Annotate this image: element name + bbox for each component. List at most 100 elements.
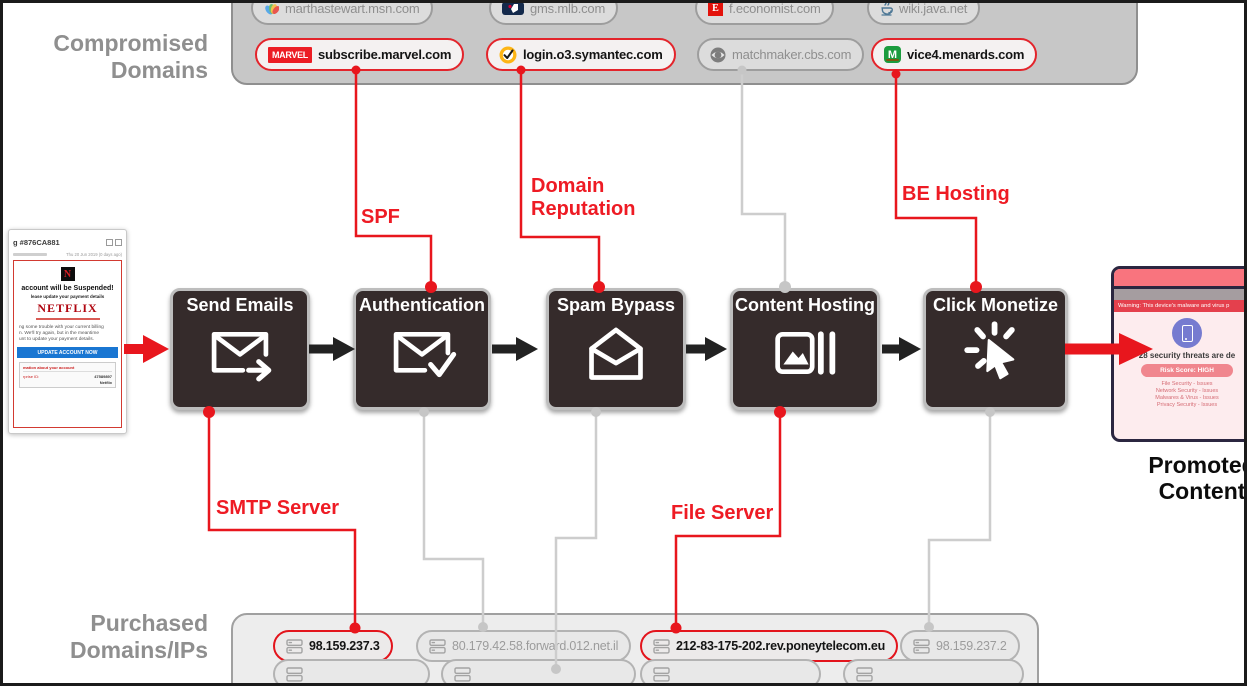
promo-divider [1114, 286, 1244, 289]
promo-header-bar [1114, 269, 1244, 286]
authentication-icon [393, 331, 457, 378]
pipeline-box-spam-bypass: Spam Bypass [546, 288, 686, 410]
email-body: N account will be Suspended! lease updat… [13, 260, 122, 428]
purchased-domains-label: Purchased Domains/IPs [69, 610, 208, 663]
ip-chip-cutoff [441, 659, 636, 683]
security-issue: Privacy Security - Issues [1156, 402, 1218, 408]
pipeline-box-title: Authentication [359, 295, 485, 315]
connector-click-monetize-to-ip4 [927, 412, 992, 627]
java-icon [880, 3, 893, 16]
ip-chip-3: 212-83-175-202.rev.poneytelecom.eu [640, 630, 899, 662]
security-issue: File Security - Issues [1161, 381, 1213, 387]
annotation-smtp-server: SMTP Server [216, 497, 340, 519]
email-fine-print [35, 318, 100, 320]
phishing-email-screenshot: g #876CA881 Thu 20 Jun 2019 (0 days ago)… [8, 229, 127, 434]
server-icon [856, 666, 873, 682]
risk-score-badge: Risk Score: HIGH [1141, 364, 1233, 377]
email-subject: g #876CA881 [13, 237, 60, 247]
popout-icon [115, 239, 122, 246]
grey-connector-dots [419, 65, 995, 674]
domain-chip-label: wiki.java.net [899, 0, 968, 16]
click-monetize-icon [963, 321, 1015, 380]
email-subheading: lease update your payment details [30, 294, 105, 299]
compromised-domains-label: Compromised Domains [53, 30, 208, 83]
domain-chip-symantec: login.o3.symantec.com [486, 38, 676, 71]
feather-icon [264, 3, 279, 16]
pipeline-box-title: Spam Bypass [556, 295, 676, 315]
annotation-spf: SPF [361, 206, 400, 228]
ip-chip-1: 98.159.237.3 [273, 630, 393, 662]
domain-chip-label: marthastewart.msn.com [285, 0, 420, 16]
security-issues-list: File Security - Issues Network Security … [1114, 381, 1244, 409]
ip-chip-2: 80.179.42.58.forward.012.net.il [416, 630, 632, 662]
pipeline-box-authentication: Authentication [353, 288, 491, 410]
domain-chip-economist: E f.economist.com [695, 0, 834, 25]
annotation-file-server: File Server [671, 502, 774, 524]
server-icon [286, 638, 303, 654]
server-icon [913, 638, 930, 654]
phone-icon [1172, 318, 1202, 348]
ip-chip-4: 98.159.237.2 [900, 630, 1020, 662]
printer-icon [106, 239, 113, 246]
ip-chip-label: 80.179.42.58.forward.012.net.il [452, 639, 619, 653]
ip-chip-label: 98.159.237.3 [309, 639, 380, 653]
ip-chip-label: 212-83-175-202.rev.poneytelecom.eu [676, 639, 886, 653]
connector-send-emails-to-ip1 [207, 412, 357, 628]
email-body-line: n. We'll try again, but in the meantime [19, 331, 100, 336]
grey-connectors [422, 70, 992, 669]
connector-cbs-to-content-hosting [740, 70, 787, 286]
pipeline-box-click-monetize: Click Monetize [923, 288, 1068, 410]
pipeline-box-title: Send Emails [186, 295, 294, 315]
account-info-heading: mation about your account [23, 365, 112, 372]
ip-chip-cutoff [640, 659, 821, 683]
domain-chip-label: subscribe.marvel.com [318, 47, 452, 62]
server-icon [286, 666, 303, 682]
threats-text: 28 security threats are de [1138, 351, 1236, 360]
email-date: Thu 20 Jun 2019 (0 days ago) [66, 252, 122, 257]
domain-chip-label: f.economist.com [729, 0, 821, 16]
email-body-line: unt to update your payment details. [19, 337, 94, 342]
promoted-content-label: Promoted Content [1148, 452, 1247, 504]
email-sender-redacted [13, 253, 47, 256]
pipeline-box-content-hosting: Content Hosting [730, 288, 880, 410]
account-info-label: rprise ID: [23, 373, 40, 379]
economist-icon: E [708, 3, 723, 16]
connector-marvel-to-authentication [354, 70, 433, 286]
email-heading: account will be Suspended! [21, 285, 114, 292]
ip-chip-cutoff [273, 659, 430, 683]
domain-chip-label: gms.mlb.com [530, 0, 606, 16]
server-icon [429, 638, 446, 654]
email-to-pipeline-arrow [143, 335, 169, 363]
ip-chip-label: 98.159.237.2 [936, 639, 1007, 653]
connector-menards-to-click-monetize [894, 74, 978, 286]
netflix-n-icon: N [60, 267, 75, 281]
ip-chip-cutoff [843, 659, 1024, 683]
email-body-line: ng some trouble with your current billin… [19, 325, 104, 330]
marvel-icon: MARVEL [268, 46, 312, 63]
promo-warning-banner: Warning: This device's malware and virus… [1114, 300, 1244, 312]
domain-chip-marvel: MARVEL subscribe.marvel.com [255, 38, 465, 71]
domain-chip-label: matchmaker.cbs.com [732, 47, 852, 62]
spam-bypass-icon [589, 327, 643, 380]
domain-chip-java: wiki.java.net [867, 0, 981, 25]
cbs-icon [710, 47, 726, 63]
account-info-value: 47589897 [94, 373, 112, 379]
update-account-button: UPDATE ACCOUNT NOW [17, 347, 118, 358]
domain-chip-menards: M vice4.menards.com [871, 38, 1038, 71]
server-icon [653, 638, 670, 654]
annotation-domain-reputation: Domain Reputation [531, 175, 636, 220]
menards-icon: M [884, 46, 901, 63]
domain-chip-marthastewart: marthastewart.msn.com [251, 0, 433, 25]
symantec-icon [499, 46, 517, 64]
domain-chip-label: login.o3.symantec.com [523, 47, 663, 62]
server-icon [653, 666, 670, 682]
mlb-icon [502, 3, 524, 15]
promoted-content-screenshot: Warning: This device's malware and virus… [1111, 266, 1244, 442]
security-issue: Malwares & Virus - Issues [1155, 395, 1219, 401]
domain-chip-label: vice4.menards.com [907, 47, 1025, 62]
content-hosting-icon [775, 331, 836, 375]
pipeline-box-send-emails: Send Emails [170, 288, 310, 410]
connector-authentication-to-ip2 [422, 412, 485, 627]
pipeline-box-title: Content Hosting [735, 295, 875, 315]
